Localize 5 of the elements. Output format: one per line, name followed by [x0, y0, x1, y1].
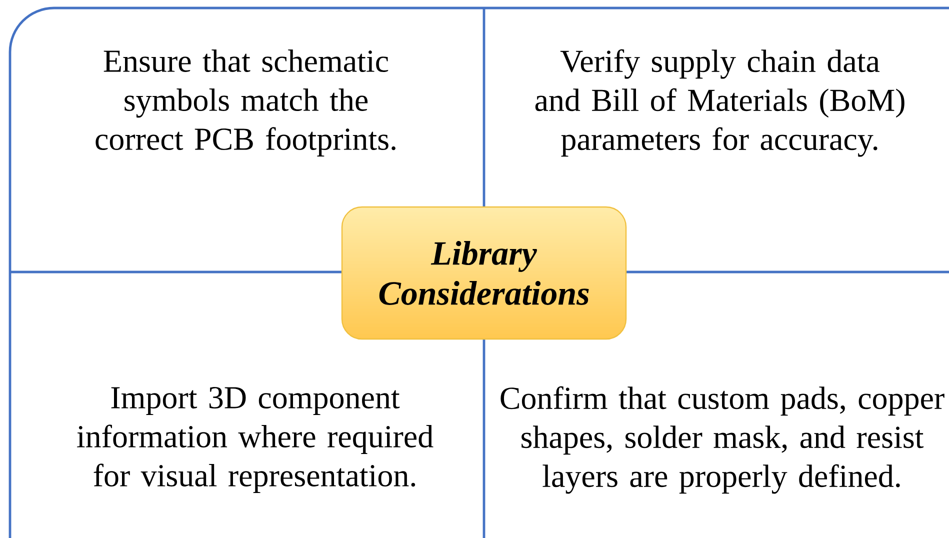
title-box: Library Considerations — [341, 206, 627, 340]
quadrant-text: Import 3D component information where required for visual representation. — [77, 387, 434, 493]
quadrant-text: Confirm that custom pads, copper shapes, solder mask, and resist layers are properly defined. — [500, 386, 944, 494]
quadrant-text: Verify supply chain data and Bill of Materials (BoM) parameters for accuracy. — [535, 49, 904, 157]
quadrant-text: Ensure that schematic symbols match the correct PCB footprints. — [96, 50, 396, 156]
